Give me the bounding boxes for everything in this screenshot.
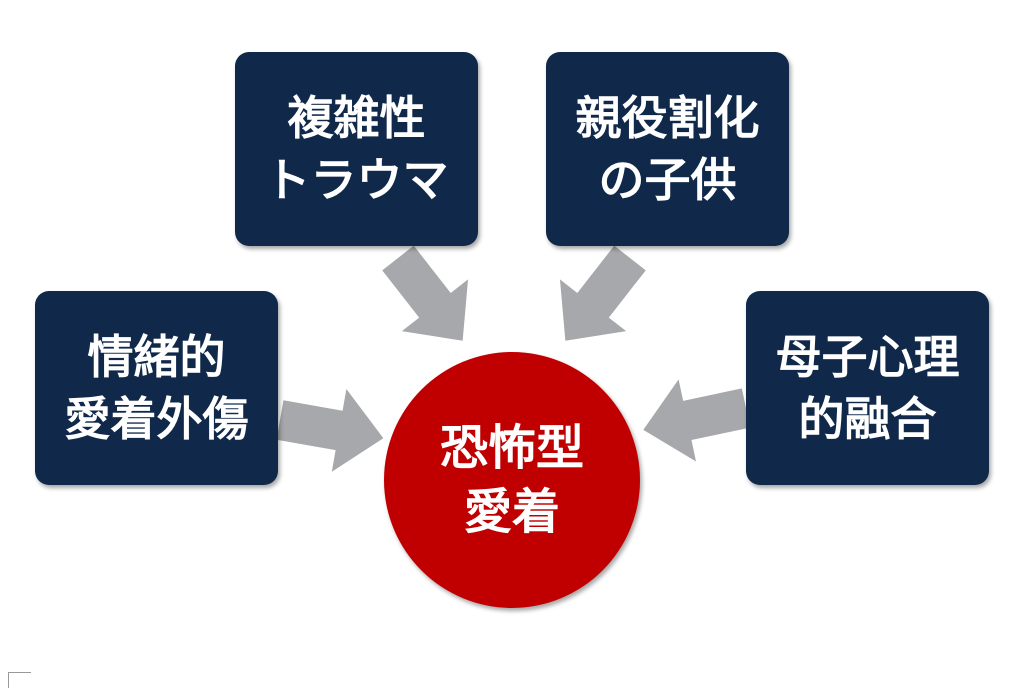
center-text: 愛着 [463, 484, 560, 540]
box-parentified-child: 親役割化 の子供 [546, 52, 789, 246]
box-mother-child-fusion: 母子心理 的融合 [746, 291, 989, 485]
box-text: 母子心理 [775, 330, 960, 384]
box-text: 情緒的 [87, 330, 226, 384]
box-text: 的融合 [798, 392, 937, 446]
arrow-left [272, 378, 391, 480]
box-complex-trauma: 複雑性 トラウマ [235, 52, 478, 246]
box-text: 複雑性 [287, 91, 426, 145]
box-text: トラウマ [264, 153, 449, 207]
center-text: 恐怖型 [439, 420, 584, 476]
box-text: 親役割化 [575, 91, 760, 145]
center-fearful-attachment: 恐怖型 愛着 [384, 352, 640, 608]
box-emotional-attachment-trauma: 情緒的 愛着外傷 [35, 291, 278, 485]
box-text: 愛着外傷 [64, 392, 249, 446]
arrow-right [634, 366, 755, 471]
arrow-top-left [364, 232, 496, 367]
arrow-top-right [532, 232, 664, 367]
corner-mark [8, 672, 31, 688]
box-text: の子供 [598, 153, 737, 207]
